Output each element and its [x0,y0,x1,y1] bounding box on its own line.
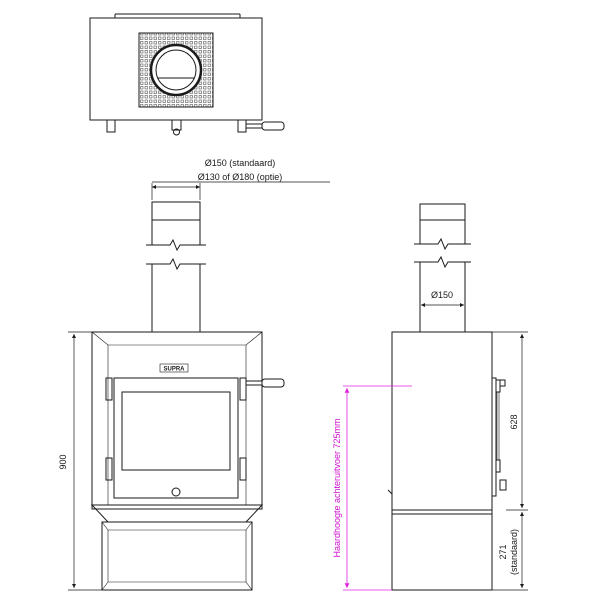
brand-logo-plate [159,363,189,373]
top-view-foot-right [237,119,247,133]
height-total-label: 900 [58,454,68,469]
top-view-knob [171,119,182,131]
side-control-lever [499,479,507,491]
side-flue-diameter-label: Ø150 [431,290,453,300]
front-pedestal [101,521,253,591]
hinge-right-bottom [239,457,247,481]
side-rear-outlet-mark [387,489,393,495]
air-control-knob [171,487,181,497]
top-view-foot-left [106,119,116,133]
top-view [89,13,285,136]
top-view-knob-tip [173,128,180,136]
flue-break-upper [146,238,206,252]
upper-height-label: 628 [509,414,519,429]
front-pedestal-inner [107,530,247,583]
hinge-left-top [105,377,113,401]
side-view: Ø150 628 271 (standaard) Haardhoogte ach… [332,203,528,591]
door-handle-rod [245,380,263,386]
side-flue-break-upper [414,237,471,251]
side-door-profile [491,377,497,497]
top-view-handle-grip [261,121,285,131]
side-hinge-bottom [495,459,501,473]
flue-diameter-options-label: Ø130 of Ø180 (optie) [198,172,283,182]
side-flue-break-lower [414,255,471,269]
side-hinge-top [495,379,501,393]
side-body-upper [391,331,493,511]
flue-diameter-standard-label: Ø150 (standaard) [205,158,276,168]
lower-height-label: 271 [498,544,508,559]
hinge-left-bottom [105,457,113,481]
front-view: Ø150 (standaard) Ø130 of Ø180 (optie) SU… [58,158,330,591]
side-handle-stub [499,379,506,387]
hearth-height-label: Haardhoogte achteruitvoer 725mm [332,418,342,557]
front-body-outline [91,331,263,506]
side-pedestal [391,513,493,591]
front-top-bevel [91,331,263,346]
side-base-strip [391,509,493,515]
side-glass-edge [496,391,500,461]
flue-break-lower [146,257,206,271]
flue-collar [151,201,201,221]
brand-logo-text: SUPRA [163,367,185,373]
top-view-flue-inner [155,49,197,91]
side-flue-collar [419,203,466,221]
front-pedestal-top-bevel [101,521,253,531]
hinge-right-top [239,377,247,401]
front-door [113,377,239,499]
lower-height-note: (standaard) [509,529,519,575]
door-handle-grip [261,378,285,388]
top-view-handle-rod [245,123,263,129]
front-base-bevel [90,504,264,523]
front-door-glass [121,391,231,471]
front-base-strip [91,504,263,510]
front-pedestal-bottom-bevel [101,581,253,591]
